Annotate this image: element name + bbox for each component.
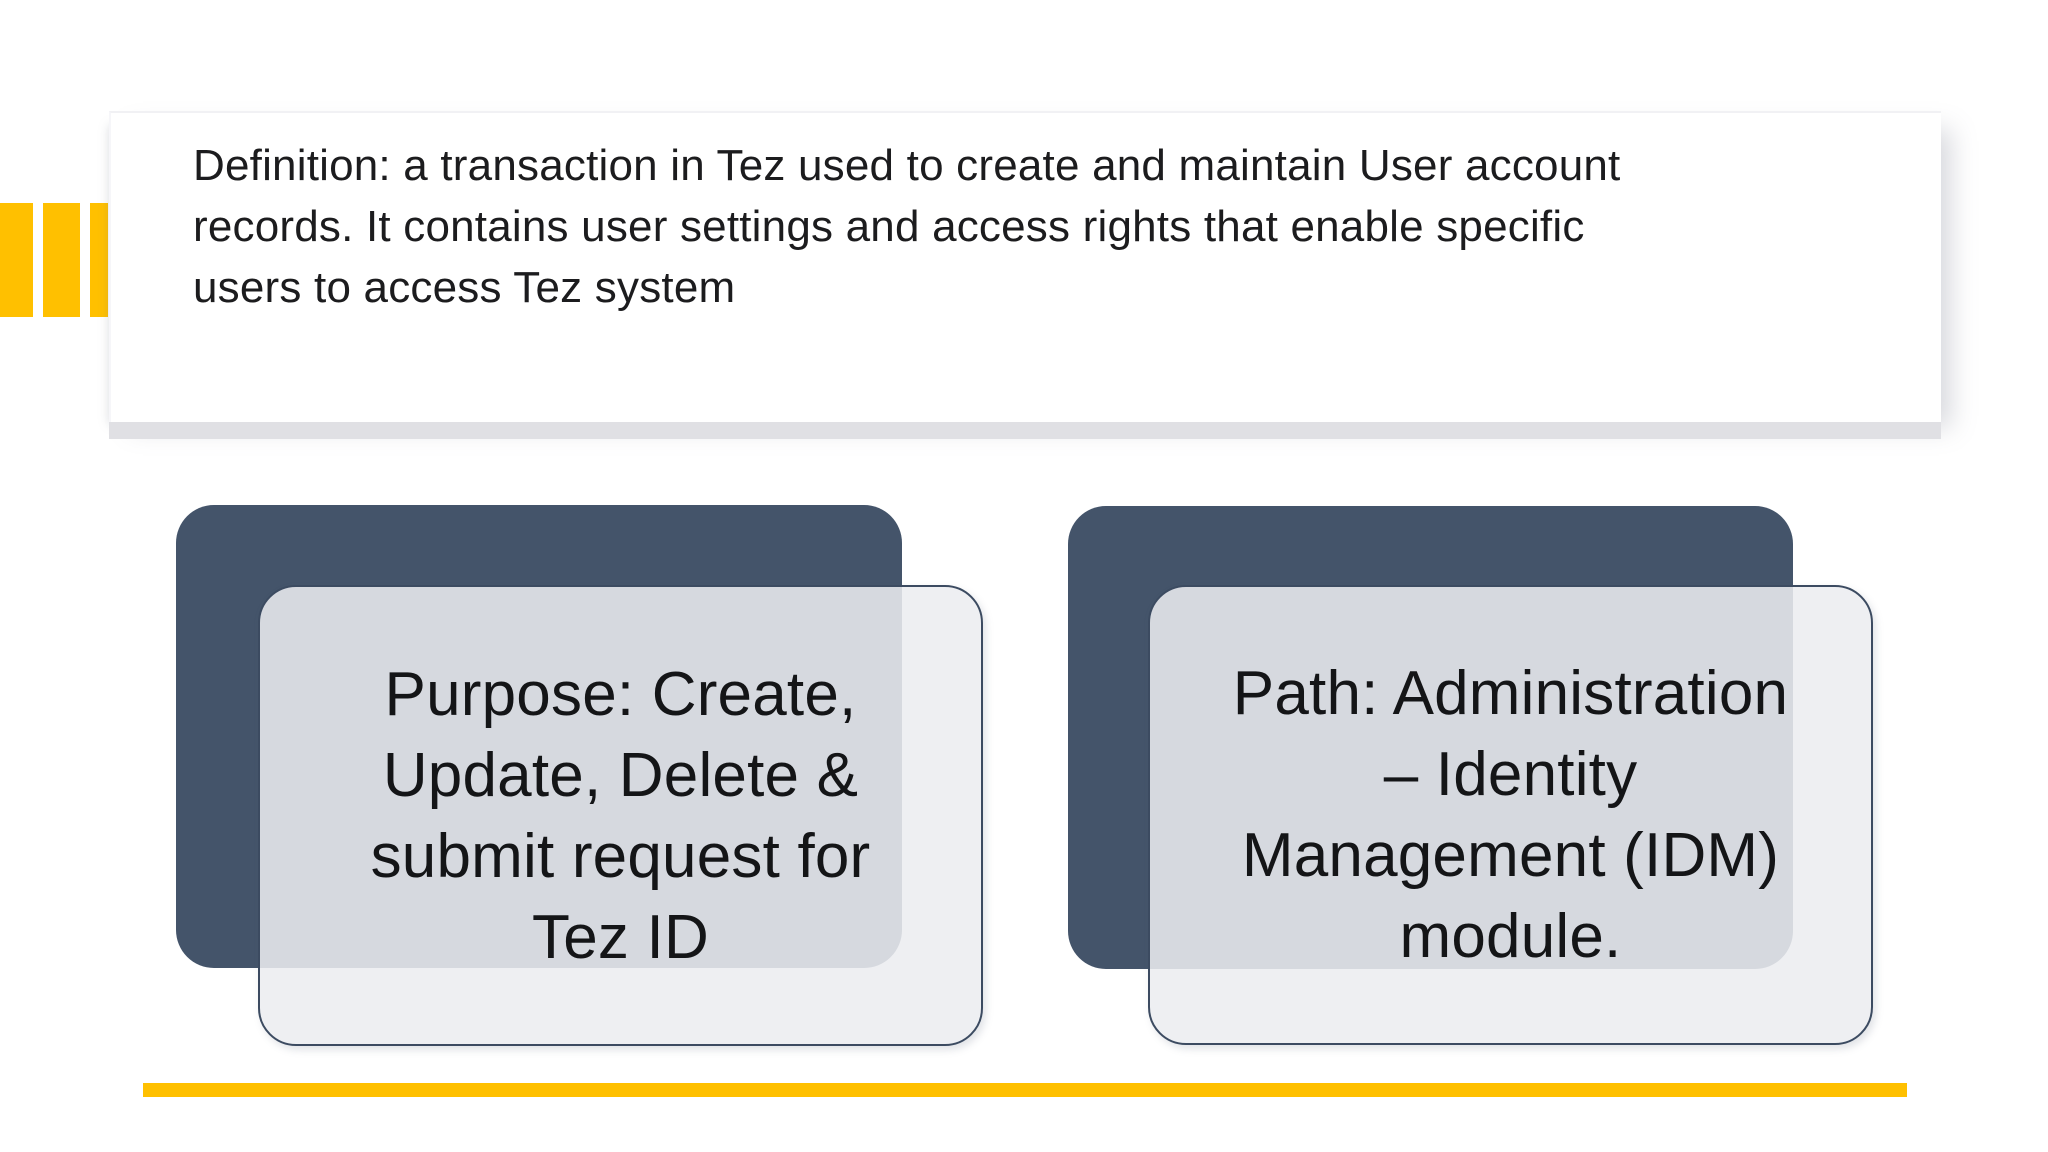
gold-accent-bar-2 bbox=[43, 203, 80, 317]
path-card: Path: Administration – Identity Manageme… bbox=[1148, 585, 1873, 1045]
gold-accent-bar-1 bbox=[0, 203, 33, 317]
gold-accent-bar-3 bbox=[90, 203, 108, 317]
definition-panel: Definition: a transaction in Tez used to… bbox=[109, 111, 1941, 422]
path-card-text: Path: Administration – Identity Manageme… bbox=[1232, 659, 1789, 971]
purpose-card: Purpose: Create, Update, Delete & submit… bbox=[258, 585, 983, 1046]
purpose-card-text: Purpose: Create, Update, Delete & submit… bbox=[370, 659, 871, 972]
definition-text: Definition: a transaction in Tez used to… bbox=[193, 141, 1621, 312]
gold-divider-line bbox=[143, 1083, 1907, 1097]
